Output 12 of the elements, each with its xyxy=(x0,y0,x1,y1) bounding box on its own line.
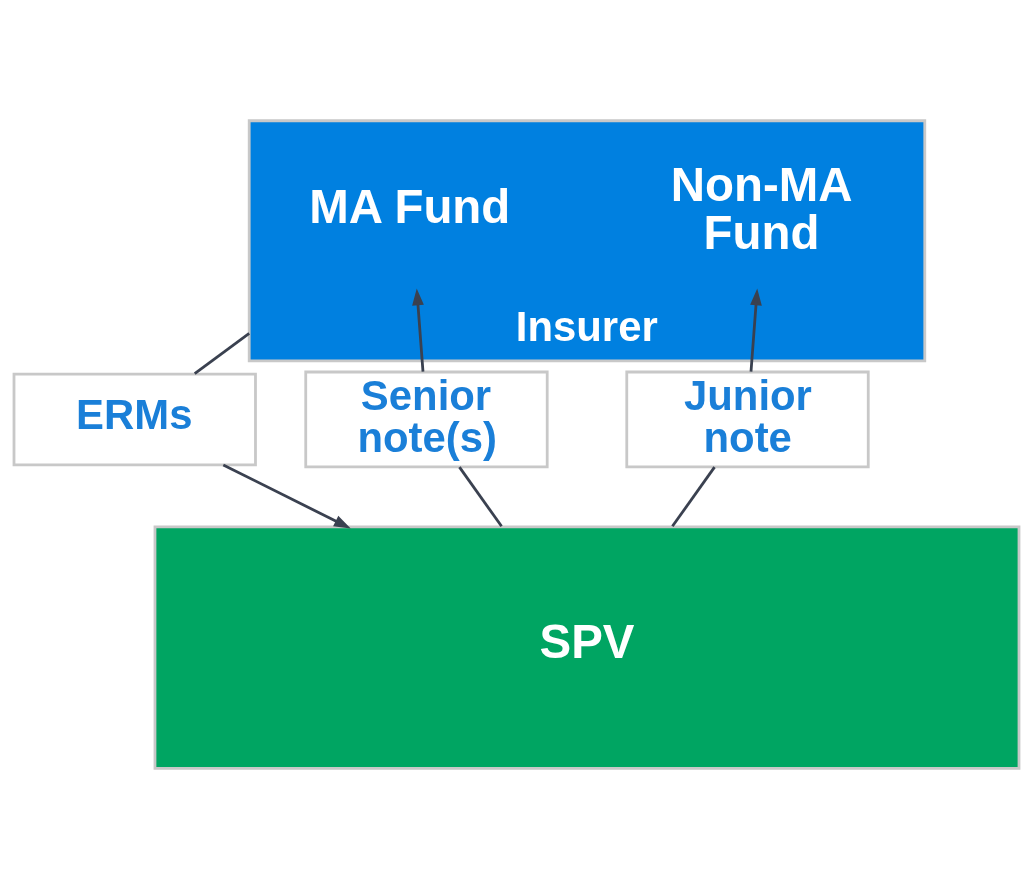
connector xyxy=(193,331,251,375)
node-box: ERMs xyxy=(12,372,257,466)
node-box: Senior note(s) xyxy=(304,370,549,468)
connector xyxy=(671,465,716,527)
node-text: MA Fund xyxy=(309,179,511,233)
arrow xyxy=(749,288,762,372)
node-text: Non-MA Fund xyxy=(670,157,853,259)
node-box: Junior note xyxy=(625,370,870,468)
node-box: SPV xyxy=(153,525,1021,770)
arrow xyxy=(222,463,351,528)
arrow xyxy=(412,288,425,372)
connector xyxy=(458,465,503,527)
